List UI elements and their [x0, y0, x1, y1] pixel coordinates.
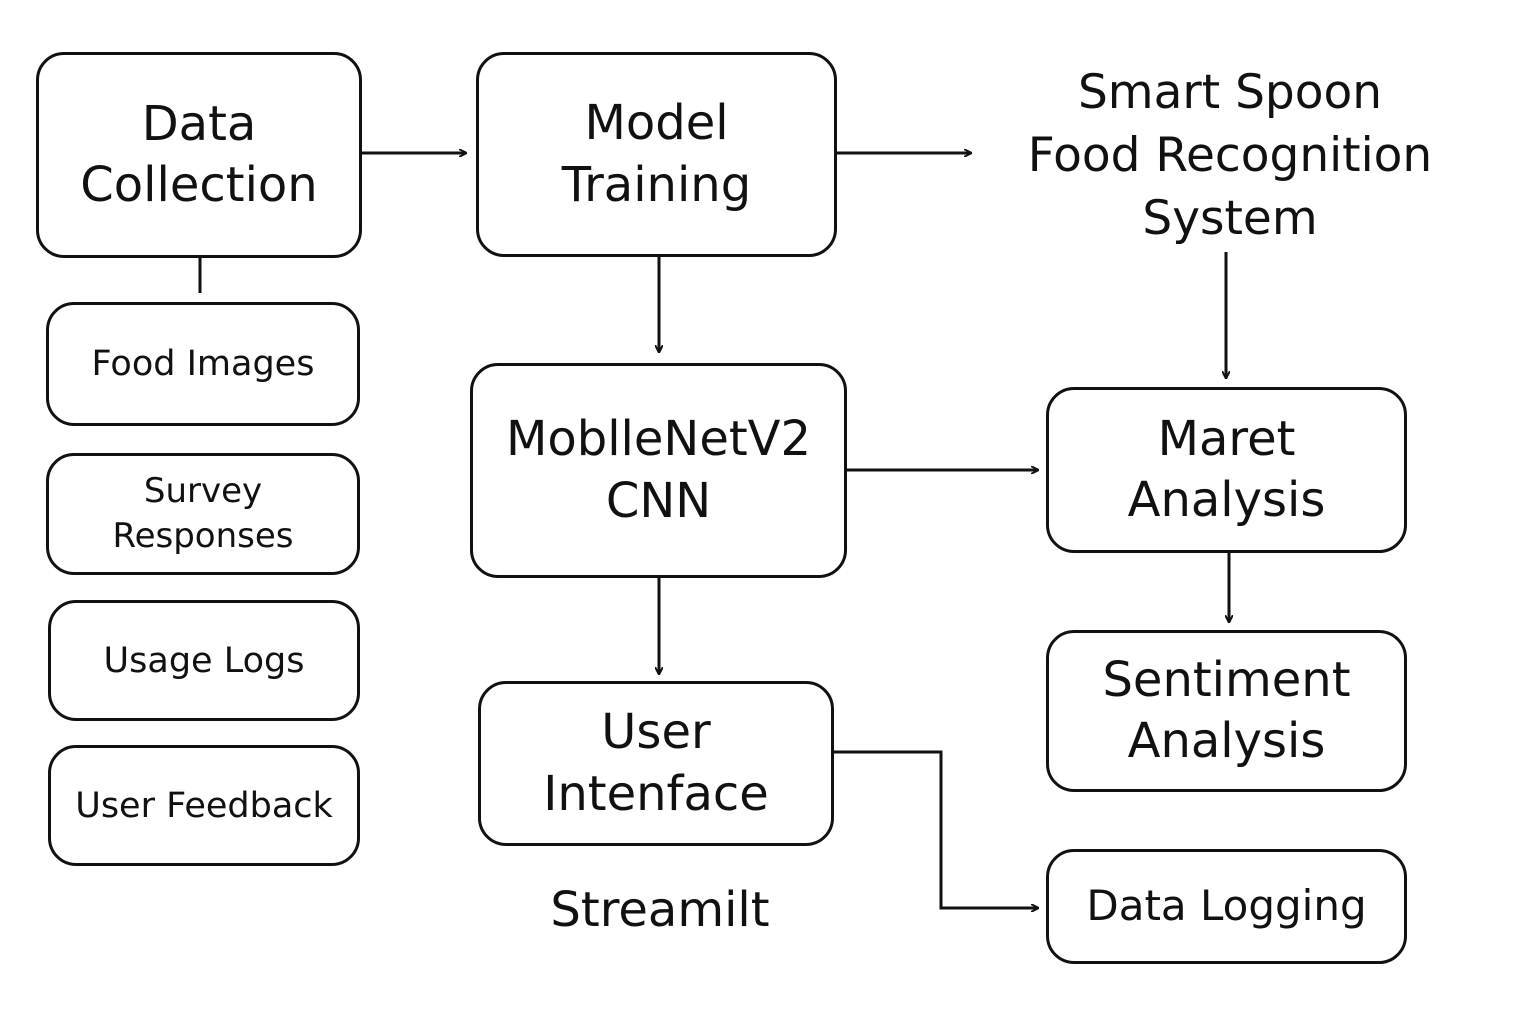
node-sentiment-analysis-line1: Sentiment — [1102, 651, 1351, 708]
node-data-collection-line1: Data — [141, 95, 257, 152]
node-model-training-line2: Training — [561, 156, 752, 213]
node-data-logging-label: Data Logging — [1086, 881, 1367, 931]
node-market-analysis: Maret Analysis — [1046, 387, 1407, 553]
node-food-images-label: Food Images — [91, 344, 315, 384]
node-model-training: Model Training — [476, 52, 837, 257]
system-title-line2: Food Recognition — [1027, 127, 1433, 183]
node-sentiment-analysis-line2: Analysis — [1127, 713, 1326, 769]
node-data-collection: Data Collection — [36, 52, 362, 258]
node-usage-logs-label: Usage Logs — [103, 640, 305, 681]
node-model-training-line1: Model — [584, 95, 729, 152]
node-market-analysis-line2: Analysis — [1127, 472, 1326, 528]
node-usage-logs: Usage Logs — [48, 600, 360, 721]
node-data-collection-line2: Collection — [80, 157, 318, 213]
node-survey-responses: Survey Responses — [46, 453, 360, 575]
node-data-logging: Data Logging — [1046, 849, 1407, 964]
system-title-line1: Smart Spoon — [1077, 65, 1383, 120]
edge-user-interface-to-data-logging — [834, 750, 1038, 908]
node-user-interface-line2: Intenface — [543, 765, 769, 822]
system-title-line3: System — [1142, 190, 1318, 246]
node-survey-responses-line1: Survey — [143, 470, 263, 511]
system-title: Smart Spoon Food Recognition System — [980, 62, 1480, 251]
node-mobilenet-cnn: MoblleNetV2 CNN — [470, 363, 847, 578]
node-user-feedback: User Feedback — [48, 745, 360, 866]
node-market-analysis-line1: Maret — [1157, 410, 1296, 467]
node-mobilenet-cnn-line2: CNN — [605, 472, 712, 529]
node-sentiment-analysis: Sentiment Analysis — [1046, 630, 1407, 792]
node-mobilenet-cnn-line1: MoblleNetV2 — [505, 411, 812, 468]
node-user-interface: User Intenface — [478, 681, 834, 846]
node-user-feedback-label: User Feedback — [75, 785, 333, 826]
node-user-interface-line1: User — [601, 704, 711, 761]
node-food-images: Food Images — [46, 302, 360, 426]
node-survey-responses-line2: Responses — [112, 516, 294, 556]
streamlit-label-text: Streamilt — [550, 882, 770, 938]
streamlit-label: Streamilt — [500, 882, 820, 938]
